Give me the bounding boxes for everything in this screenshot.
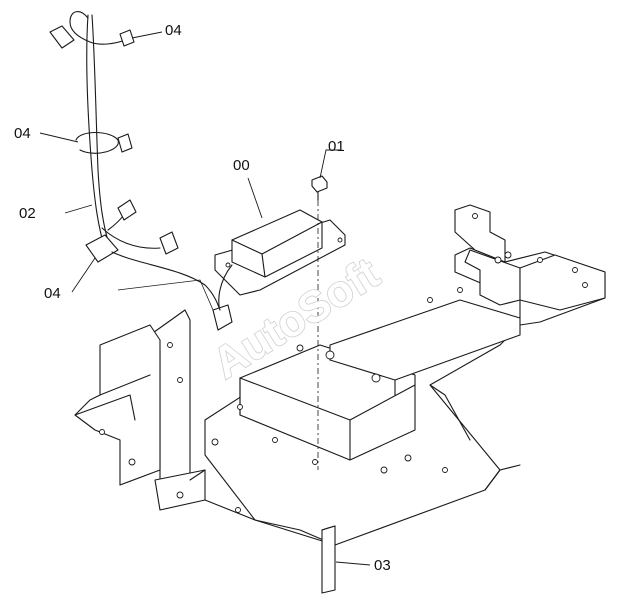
label-part-00: 00: [233, 157, 250, 174]
label-part-04-top: 04: [165, 22, 182, 39]
leader-lines: [39, 31, 371, 566]
part-01-bolt: [311, 175, 328, 470]
part-03-strip: [321, 525, 336, 594]
label-part-03: 03: [374, 557, 391, 574]
label-part-01: 01: [328, 138, 345, 155]
label-part-02: 02: [19, 205, 36, 222]
part-00-control-box: [212, 209, 346, 331]
chassis-frame: [74, 204, 606, 546]
part-02-wire-harness: [49, 11, 221, 311]
label-part-04-mid: 04: [14, 125, 31, 142]
label-part-04-bottom: 04: [44, 285, 61, 302]
